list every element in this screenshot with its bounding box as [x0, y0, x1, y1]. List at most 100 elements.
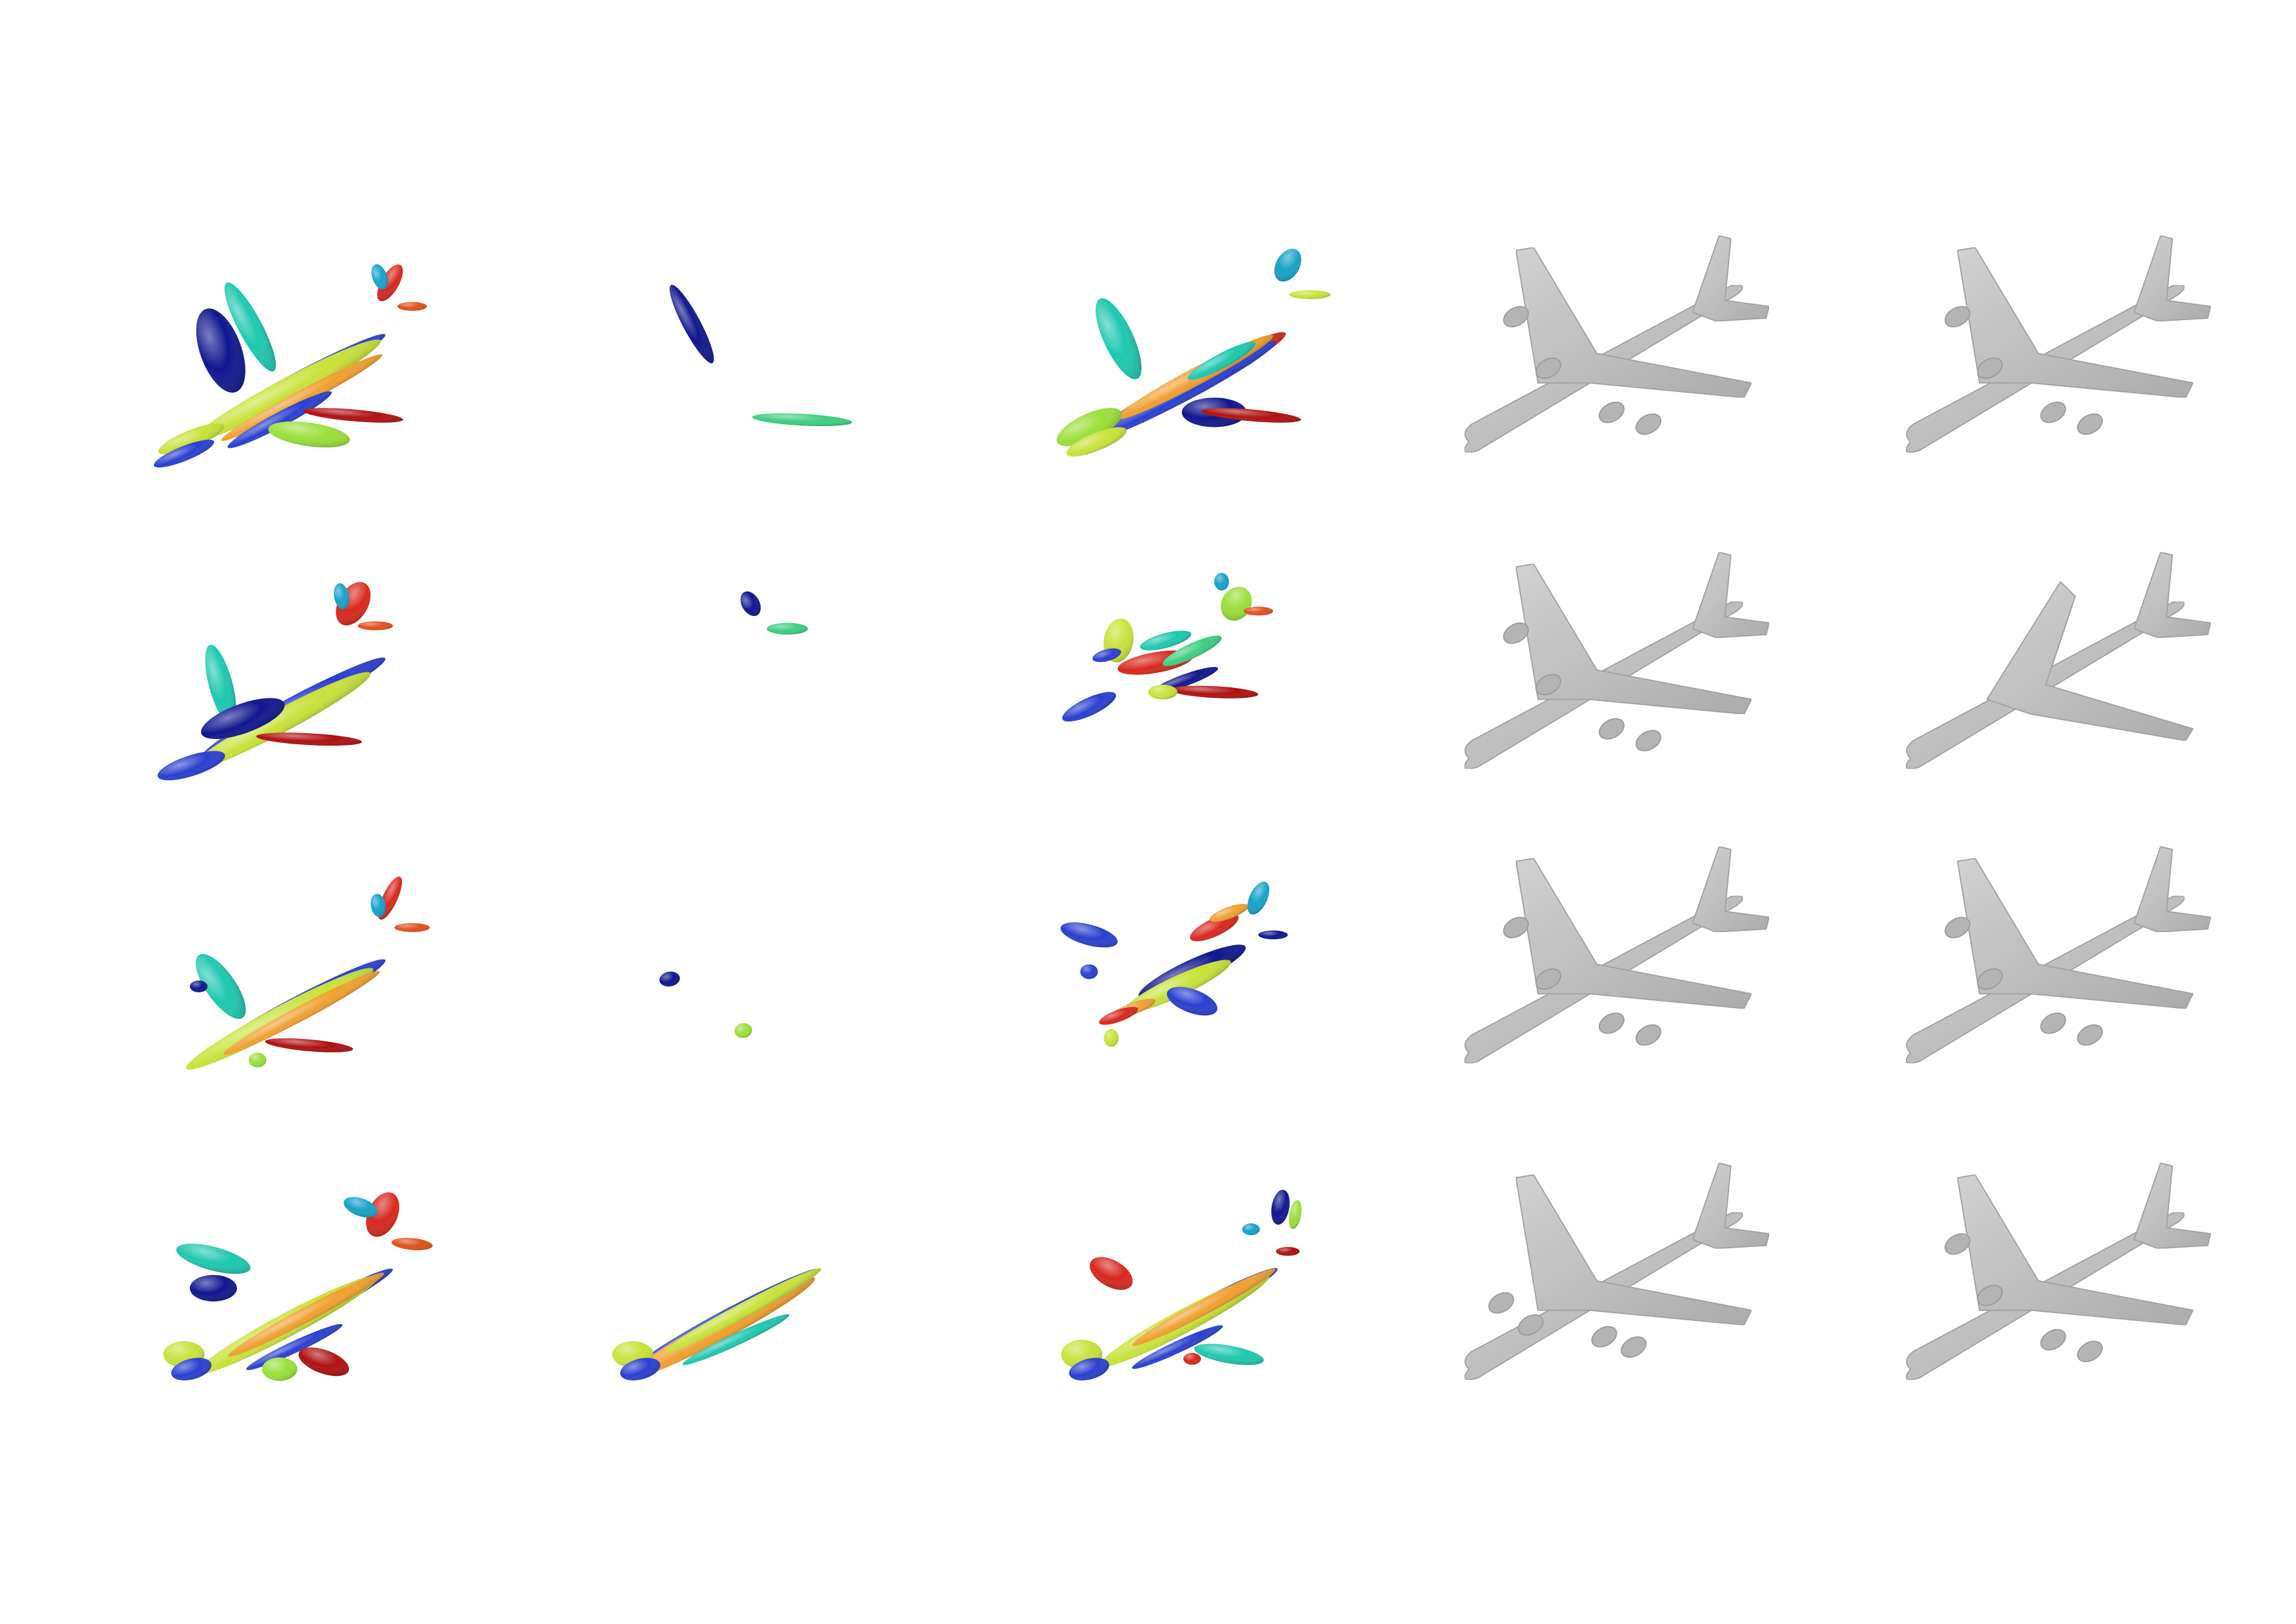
panel-r1-c5-mesh: [1905, 235, 2212, 453]
ellipsoid-shading: [196, 954, 246, 1019]
panel-r2-c2-ellipsoids: [740, 591, 808, 635]
ellipsoid-shading: [201, 698, 285, 739]
ellipsoid-shading: [1242, 1223, 1260, 1236]
ellipsoid-shading: [1103, 1029, 1119, 1047]
ellipsoid-shading: [1069, 1358, 1109, 1380]
ellipsoid-shading: [262, 1357, 298, 1381]
ellipsoid-shading: [371, 264, 388, 290]
mesh-engine: [1503, 306, 1529, 328]
ellipsoid-shading: [228, 1272, 384, 1357]
panel-r4-c5-mesh: [1905, 1162, 2212, 1380]
ellipsoid-shading: [1080, 964, 1098, 979]
ellipsoid-shading: [190, 980, 208, 992]
ellipsoid-shading: [188, 672, 371, 771]
panel-r4-c3-ellipsoids: [1061, 1189, 1302, 1380]
mesh-wings: [1956, 1174, 2194, 1326]
ellipsoid-shading: [1244, 606, 1274, 616]
ellipsoid-shading: [1247, 881, 1270, 915]
mesh-engine: [2040, 401, 2066, 424]
mesh-tail: [2133, 1162, 2212, 1250]
ellipsoid-shading: [227, 391, 332, 448]
ellipsoid-shading: [1190, 913, 1239, 942]
ellipsoid-shading: [221, 354, 383, 441]
mesh-engine: [1621, 1336, 1647, 1358]
ellipsoid-shading: [265, 1038, 353, 1053]
ellipsoid-shading: [366, 1192, 400, 1237]
ellipsoid-shading: [1060, 922, 1118, 948]
ellipsoid-shading: [1066, 427, 1127, 457]
ellipsoid-shading: [157, 751, 225, 781]
mesh-tail: [1691, 1162, 1770, 1250]
ellipsoid-shading: [752, 413, 852, 427]
ellipsoid-shading: [190, 1274, 238, 1302]
panel-r1-c2-ellipsoids: [670, 285, 852, 427]
ellipsoid-shading: [1271, 1189, 1290, 1225]
ellipsoid-shading: [740, 591, 761, 617]
mesh-engine: [2077, 413, 2103, 435]
mesh-engine: [1635, 1024, 1662, 1046]
panel-r3-c5-mesh: [1905, 846, 2212, 1064]
ellipsoid-shading: [377, 264, 403, 302]
panel-r3-c3-ellipsoids: [1060, 881, 1288, 1047]
ellipsoid-shading: [1258, 930, 1288, 940]
ellipsoid-shading: [1099, 1007, 1138, 1025]
ellipsoid-shading: [1166, 986, 1217, 1016]
ellipsoid-shading: [249, 1053, 267, 1068]
ellipsoid-shading: [620, 1358, 660, 1380]
mesh-engine: [1945, 916, 1971, 939]
panel-r3-c1-ellipsoids: [186, 876, 430, 1070]
ellipsoid-shading: [196, 308, 245, 393]
mesh-engine: [2040, 1012, 2066, 1034]
ellipsoid-shading: [1170, 685, 1259, 698]
ellipsoid-shading: [370, 893, 386, 918]
ellipsoid-shading: [158, 423, 224, 455]
ellipsoid-shading: [1214, 573, 1229, 591]
panel-r4-c2-ellipsoids: [612, 1268, 821, 1380]
ellipsoid-shading: [1162, 636, 1222, 666]
ellipsoid-shading: [1274, 249, 1302, 282]
ellipsoid-shading: [223, 971, 380, 1055]
ellipsoid-shading: [1289, 290, 1331, 299]
ellipsoid-shading: [734, 1023, 753, 1038]
mesh-engine: [1977, 968, 2003, 990]
mesh-engine: [1598, 401, 1625, 424]
mesh-engine: [1535, 674, 1562, 696]
ellipsoid-shading: [344, 1197, 378, 1218]
mesh-tail: [1691, 551, 1770, 638]
ellipsoid-shading: [1090, 1257, 1133, 1290]
mesh-engine: [2077, 1024, 2103, 1046]
ellipsoid-shading: [1289, 1200, 1302, 1229]
mesh-engine: [1977, 357, 2003, 379]
panel-r2-c4-mesh: [1463, 551, 1770, 770]
ellipsoid-shading: [246, 1324, 343, 1371]
ellipsoid-shading: [193, 339, 381, 441]
mesh-engine: [1635, 730, 1662, 751]
mesh-wings: [1515, 857, 1753, 1009]
mesh-engine: [2077, 1341, 2103, 1363]
mesh-tail: [2133, 235, 2212, 322]
ellipsoid-shading: [1148, 684, 1177, 700]
ellipsoid-shading: [224, 282, 276, 372]
ellipsoid-shading: [1194, 1343, 1264, 1365]
ellipsoid-shading: [1209, 903, 1249, 922]
mesh-wings: [1515, 247, 1753, 399]
panel-r3-c2-ellipsoids: [659, 971, 753, 1038]
mesh-tail: [1691, 846, 1770, 933]
panel-r1-c3-ellipsoids: [1056, 249, 1331, 457]
panel-r1-c1-ellipsoids: [154, 264, 427, 468]
mesh-engine: [1503, 622, 1529, 644]
ellipsoid-shading: [171, 1358, 212, 1380]
mesh-wings: [1515, 563, 1753, 715]
mesh-wings: [1956, 247, 2194, 399]
ellipsoid-shading: [1056, 408, 1122, 446]
panel-r4-c4-mesh: [1463, 1162, 1770, 1380]
mesh-engine: [1598, 1012, 1625, 1034]
ellipsoid-shading: [154, 439, 215, 468]
ellipsoid-shading: [176, 1243, 251, 1274]
ellipsoid-shading: [357, 621, 393, 630]
mesh-engine: [1945, 1233, 1971, 1255]
mesh-wings: [1515, 1174, 1753, 1326]
mesh-engine: [1535, 968, 1562, 990]
ellipsoid-shading: [256, 732, 363, 746]
